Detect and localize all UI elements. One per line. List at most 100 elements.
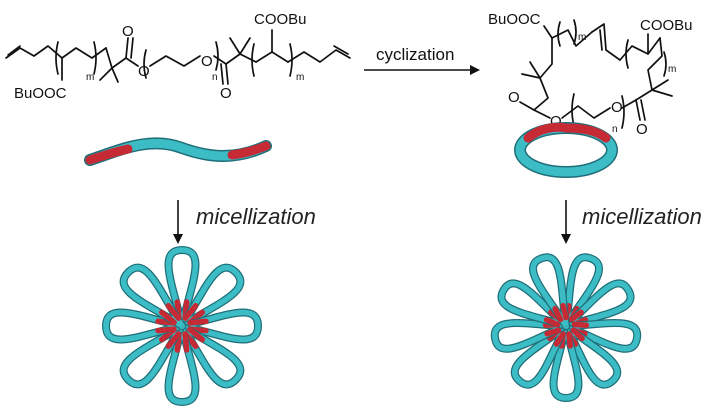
cyclic-left-ester-branch (543, 25, 553, 39)
flower-loop-core-segment (155, 326, 177, 334)
cyclic-loop-core-segment (570, 327, 585, 342)
micellization-arrow-left: micellization (173, 200, 316, 244)
cyclic-left-carbonyl-oxygen: O (508, 89, 520, 106)
cyclic-loop (512, 323, 569, 388)
flower-loop (181, 309, 261, 343)
flower-loop-core-segment (182, 302, 199, 321)
right-ester-link (213, 55, 227, 65)
cyclization-arrow: cyclization (364, 45, 480, 75)
left-ester-link (125, 57, 139, 67)
right-m-index: m (296, 72, 304, 83)
right-methyl-1 (229, 37, 241, 55)
cyclic-right-methyl-2 (651, 79, 669, 91)
cyclization-label: cyclization (376, 45, 454, 64)
cyclic-loop (563, 254, 602, 328)
cyclic-top-left-backbone (551, 29, 593, 47)
cyclic-loop (492, 320, 568, 352)
flower-loop-core-segment (158, 309, 177, 326)
flower-loop (179, 323, 244, 388)
left-methyl-2 (111, 67, 119, 83)
left-quaternary-carbon (105, 47, 127, 69)
right-carbonyl-oxygen: O (220, 85, 232, 102)
cyclic-loop-core-segment (544, 327, 562, 337)
cyclic-loop-core-segment (560, 302, 569, 321)
left-backbone (61, 47, 107, 59)
cyclic-right-methyl-1 (651, 89, 673, 97)
left-methyl-1 (99, 67, 113, 81)
cyclic-peg-oxygen: O (611, 99, 623, 116)
peg-bracket-open (143, 49, 147, 79)
right-repeat-bracket-open (251, 43, 255, 77)
micellization-arrow-right: micellization (561, 200, 702, 244)
linear-cartoon-left-hydrophobic-block (85, 144, 133, 165)
cyclic-right-ester-link (621, 99, 637, 109)
cyclic-peg-backbone (561, 105, 611, 119)
flower-loop (120, 264, 185, 329)
linear-polymer-cartoon (84, 137, 272, 166)
cyclic-loop (550, 325, 582, 401)
flower-loop-core-segment (165, 302, 182, 321)
flower-micelle-cyclic (490, 253, 642, 403)
micellization-arrow-right-head (561, 234, 571, 244)
right-allyl-chain (287, 49, 351, 63)
cyclic-loop (564, 320, 640, 352)
left-carbonyl-double (130, 37, 134, 59)
flower-loop (103, 309, 183, 343)
cyclic-right-m-index: m (668, 64, 676, 75)
peg-n-index: n (212, 72, 218, 83)
cyclization-arrowhead (470, 65, 480, 75)
peg-bracket-close (215, 41, 219, 71)
cyclic-peg-bracket-close (621, 95, 625, 129)
cyclic-right-carbonyl-oxygen: O (636, 121, 648, 138)
flower-loop (120, 323, 185, 388)
cyclic-top-m-index: m (578, 32, 586, 43)
peg-oxygen: O (201, 53, 213, 70)
micellization-arrow-left-head (173, 234, 183, 244)
right-vinyl-double-bond (333, 45, 349, 55)
left-vinyl-double-bond (7, 45, 21, 56)
cyclic-cartoon-hydrophobic-block (523, 122, 611, 143)
cyclic-top-bracket-open (557, 21, 561, 47)
cyclic-left-carbonyl-bond (519, 101, 535, 111)
cyclic-olefin-double (599, 29, 603, 51)
cyclic-loop (530, 254, 569, 328)
cyclic-left-ester-label: BuOOC (488, 11, 541, 28)
flower-loop-core-segment (187, 318, 209, 326)
right-carbonyl-bond (225, 63, 229, 85)
cyclic-loop (563, 323, 620, 388)
cyclic-loop-core-segment (543, 316, 561, 328)
cyclic-right-bracket-open (625, 39, 629, 69)
cyclic-loop (564, 280, 634, 329)
right-ester-label: COOBu (254, 11, 307, 28)
right-methyl-2 (239, 37, 251, 55)
cyclic-loop (498, 280, 568, 329)
cyclic-loop-core-segment (568, 309, 584, 323)
cyclic-left-methyl-1 (521, 73, 541, 79)
cyclic-olefin-segment (591, 23, 621, 61)
linear-cartoon-right-hydrophobic-block (227, 141, 271, 160)
cyclic-right-carbonyl-double (640, 99, 646, 121)
right-backbone (255, 51, 289, 63)
peg-backbone (149, 55, 201, 67)
left-m-index: m (86, 72, 94, 83)
left-carbonyl-oxygen: O (122, 23, 134, 40)
linear-polymer-structure: BuOOC m O O O n O COOBu m (5, 11, 351, 102)
cyclic-right-side (635, 37, 663, 101)
left-carbonyl-bond (125, 37, 129, 59)
cyclic-loop-core-segment (553, 331, 566, 347)
cyclic-loop-core-segment (566, 331, 574, 349)
cyclic-left-methyl-2 (529, 61, 541, 79)
cyclic-peg-n-index: n (612, 124, 618, 135)
flower-loop (165, 247, 199, 327)
flower-loop-core-segment (187, 326, 206, 343)
cyclic-left-ether-oxygen: O (550, 113, 562, 130)
flower-loop-core-segment (165, 331, 182, 350)
cyclic-polymer-cartoon (514, 122, 618, 178)
cyclic-top-bracket-close (573, 19, 577, 45)
micellization-label-left: micellization (196, 204, 316, 229)
right-carbonyl-double (220, 63, 224, 85)
flower-loop-core-segment (182, 331, 190, 353)
left-allyl-chain (5, 45, 63, 59)
cyclic-right-ester-label: COOBu (640, 17, 693, 34)
